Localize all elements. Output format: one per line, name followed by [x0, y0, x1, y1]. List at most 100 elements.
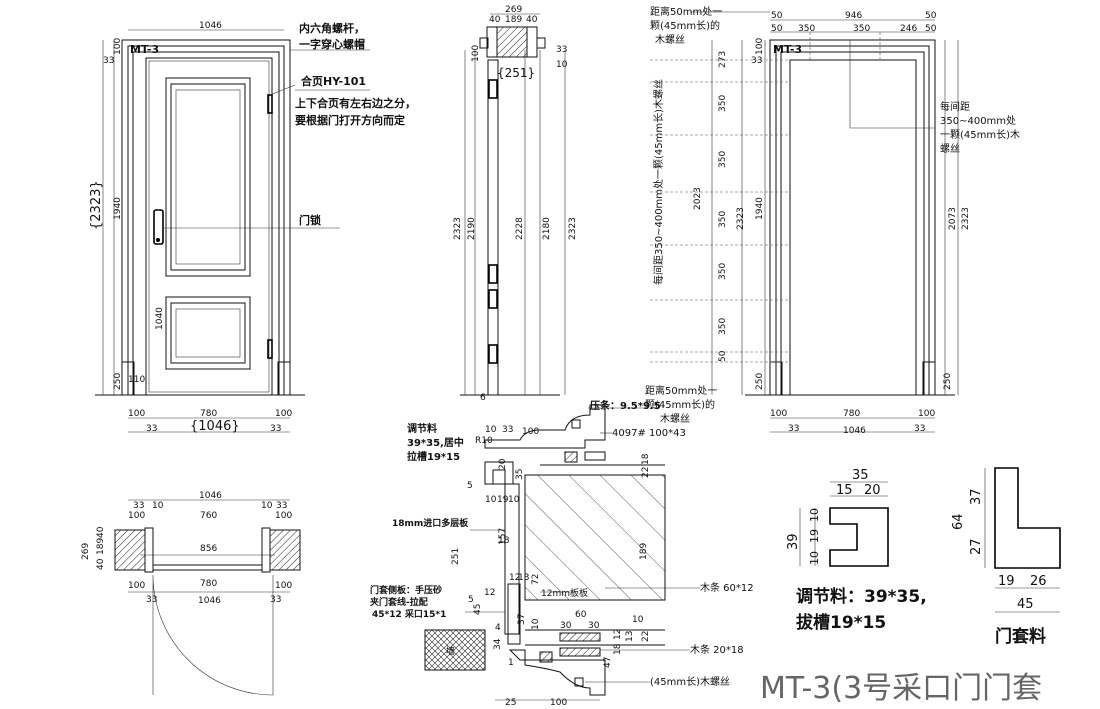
note-model-4097: 4097# 100*43	[612, 428, 686, 439]
dim-30-c1: 30	[560, 621, 572, 631]
note-strip-60-12: 木条 60*12	[700, 581, 754, 594]
dim-2190: 2190	[467, 217, 477, 240]
dim-33-p2: 33	[276, 501, 287, 511]
dim-100-br: 100	[275, 409, 292, 419]
dim-10-c5: 10	[632, 615, 644, 625]
note-hex-bolt-2: 一字穿心螺帽	[299, 37, 365, 51]
dim-1046-r: 1046	[843, 426, 866, 436]
note-adjust-2: 39*35,居中	[407, 436, 464, 449]
side-section: 269 40 189 40 {251} 33 10 100 2323 2190 …	[453, 5, 578, 403]
dim-22-c2: 22	[641, 467, 651, 478]
dim-50-tl2: 50	[771, 24, 783, 34]
dim-25-c: 25	[505, 698, 516, 708]
dim-37-frame: 37	[969, 488, 984, 505]
frame-strip-profile: 37 27 64 19 26 45	[951, 467, 1061, 613]
dim-33-bl: 33	[146, 424, 157, 434]
dim-1046-bottom: {1046}	[190, 419, 240, 434]
dim-18-c2: 18	[641, 453, 651, 465]
dim-100-p3: 100	[128, 581, 145, 591]
dim-50-v: 50	[718, 350, 728, 362]
note-board-12: 12mm板板	[541, 587, 588, 599]
dim-37-c: 37	[517, 614, 527, 625]
note-screw-top-2: 颗(45mm长)的	[650, 19, 720, 32]
dim-20-profile: 20	[864, 483, 881, 498]
note-adjust-1: 调节料	[407, 422, 437, 435]
dim-26-frame: 26	[1030, 574, 1047, 589]
label-adjust-groove: 拔槽19*15	[796, 612, 886, 633]
dim-2323-left: {2323}	[89, 180, 104, 230]
dim-350-v1: 350	[718, 95, 728, 112]
dim-33-br: 33	[270, 424, 281, 434]
note-screw-bottom-3: 木螺丝	[660, 413, 690, 425]
dim-13-c2: 13	[625, 631, 635, 642]
dim-10-p2: 10	[261, 501, 273, 511]
dim-1046-plan-b: 1046	[198, 596, 221, 606]
dim-100-p2: 100	[275, 511, 292, 521]
dim-40-plan-a: 40	[96, 558, 106, 570]
note-wood-screw: (45mm长)木螺丝	[650, 676, 730, 688]
note-screw-bottom-1: 距离50mm处一	[645, 384, 717, 397]
dim-1940-r: 1940	[755, 197, 765, 220]
dim-780-r: 780	[843, 409, 860, 419]
note-frame-board-1: 门套侧板：手压砂	[370, 584, 442, 596]
note-plywood: 18mm进口多层板	[392, 517, 469, 529]
dim-100-r: 100	[755, 38, 765, 55]
dim-18-c3: 18	[613, 643, 623, 655]
dim-4-c: 4	[495, 623, 501, 633]
dim-1-c: 1	[508, 658, 514, 668]
dim-100-p4: 100	[275, 581, 292, 591]
dim-350-t1: 350	[798, 24, 815, 34]
dim-18-c: 18	[498, 536, 510, 546]
dim-1046-top: 1046	[199, 21, 222, 31]
dim-1046-plan: 1046	[199, 491, 222, 501]
dim-50-tr2: 50	[925, 24, 937, 34]
dim-33-p1: 33	[133, 501, 144, 511]
note-hinge-1: 上下合页有左右边之分，	[295, 96, 416, 110]
note-hinge-2: 要根据门打开方向而定	[295, 113, 405, 127]
dim-350-v4: 350	[718, 263, 728, 280]
note-hex-bolt: 内六角螺杆，	[299, 21, 365, 35]
label-adjust-strip: 调节料：39*35,	[796, 586, 927, 607]
dim-27-frame: 27	[969, 538, 984, 555]
dim-1940: 1940	[113, 197, 123, 220]
dim-10-side: 10	[556, 60, 568, 70]
sheet-title: MT-3(3号采口门门套	[760, 671, 1042, 706]
dim-100-p1: 100	[128, 511, 145, 521]
dim-269-side: 269	[505, 5, 522, 15]
dim-45-c: 45	[473, 604, 483, 615]
dim-350-v3: 350	[718, 211, 728, 228]
note-screw-side-1: 每间距	[940, 100, 970, 113]
dim-12-c: 12	[484, 588, 495, 598]
dim-33-c: 33	[502, 425, 513, 435]
detail-section: 墙 10 33 100 R10 5 20 35 10 19 10 157 18 …	[424, 404, 700, 708]
frame-elevation: 50 946 50 50 350 350 246 50 MT-3 273 350…	[650, 11, 971, 436]
dim-45-frame: 45	[1017, 597, 1034, 612]
note-hinge: 合页HY-101	[301, 74, 366, 88]
dim-2323-r: 2323	[736, 207, 746, 230]
dim-72: 72	[531, 574, 541, 585]
dim-40-l: 40	[489, 15, 501, 25]
dim-5-c2: 5	[468, 595, 474, 605]
dim-780: 780	[200, 409, 217, 419]
note-screw-top-1: 距离50mm处一	[650, 5, 722, 18]
dim-273: 273	[718, 51, 728, 68]
adjust-strip-profile: 35 15 20 39 10 19 10	[786, 468, 889, 567]
note-adjust-3: 拉槽19*15	[407, 450, 460, 463]
dim-10-c: 10	[485, 425, 497, 435]
dim-10-profile-b: 10	[808, 551, 821, 565]
dim-250-rr: 250	[943, 373, 953, 390]
dim-10-c3: 10	[508, 495, 520, 505]
note-screw-bottom-2: 颗(45mm长)的	[645, 398, 715, 411]
dim-35-profile: 35	[852, 468, 869, 483]
dim-35-c: 35	[515, 469, 525, 480]
dim-34-c: 34	[493, 638, 503, 650]
dim-100-rbr: 100	[918, 409, 935, 419]
dim-60-c: 60	[575, 610, 587, 620]
label-frame-strip: 门套料	[995, 626, 1046, 647]
wall-mark: 墙	[446, 645, 455, 657]
dim-64-frame: 64	[951, 513, 966, 530]
dim-33-p4: 33	[270, 595, 281, 605]
dim-2228: 2228	[515, 217, 525, 240]
dim-856: 856	[200, 544, 217, 554]
